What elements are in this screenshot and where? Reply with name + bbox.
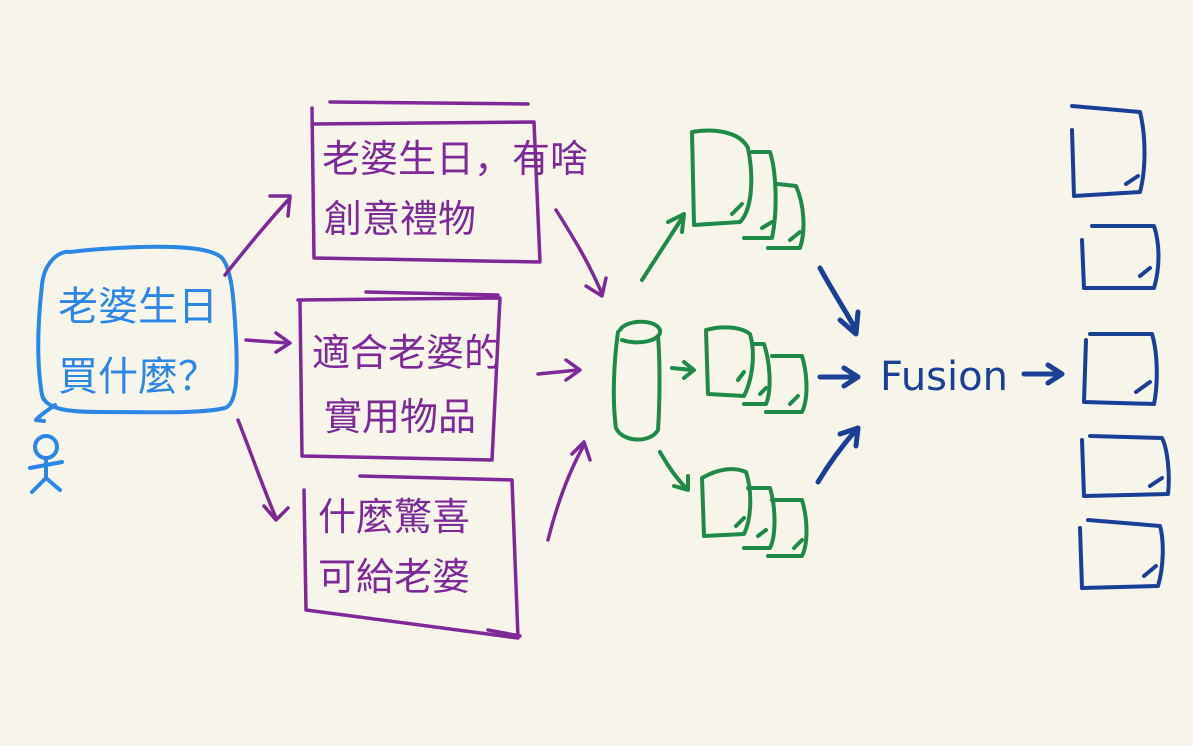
question-bubble-outline — [36, 244, 239, 415]
prompt-to-database-arrows — [536, 208, 608, 542]
database-cylinder-icon — [611, 319, 662, 442]
arrow-docs-3-to-fusion — [815, 425, 861, 485]
arrow-fusion-to-results — [1021, 362, 1065, 386]
result-doc-5 — [1078, 518, 1165, 590]
arrow-docs-1-to-fusion — [817, 265, 861, 337]
arrow-db-to-docs-2 — [670, 360, 696, 380]
result-doc-1 — [1070, 104, 1147, 198]
question-line-1: 老婆生日 — [58, 284, 218, 330]
arrow-db-to-docs-1 — [640, 212, 686, 282]
prompt-1-line-2: 創意禮物 — [324, 197, 476, 241]
arrow-prompt-3-to-db — [546, 440, 592, 542]
question-bubble: 老婆生日 買什麼？ — [34, 244, 239, 423]
doc-stack-1 — [690, 128, 806, 250]
prompt-1-line-1: 老婆生日，有啥 — [322, 137, 588, 181]
result-doc-2 — [1080, 224, 1161, 290]
stick-person-icon — [28, 434, 64, 494]
fusion-label: Fusion — [880, 354, 1008, 400]
question-bubble-tail — [34, 403, 57, 423]
database-to-docs-arrows — [640, 212, 696, 492]
arrow-prompt-2-to-db — [536, 358, 582, 382]
question-line-2: 買什麼？ — [58, 354, 218, 400]
arrow-prompt-1-to-db — [554, 208, 608, 298]
result-doc-4 — [1080, 434, 1171, 498]
doc-stack-3 — [700, 467, 809, 558]
prompt-2-line-2: 實用物品 — [324, 395, 476, 439]
arrow-to-prompt-2 — [244, 331, 292, 354]
prompt-box-1: 老婆生日，有啥 創意禮物 — [310, 100, 588, 264]
arrow-docs-2-to-fusion — [817, 365, 861, 389]
arrow-db-to-docs-3 — [658, 450, 690, 492]
prompt-3-line-1: 什麼驚喜 — [318, 495, 470, 539]
prompt-box-3: 什麼驚喜 可給老婆 — [302, 474, 522, 640]
docs-to-fusion-arrows — [815, 265, 861, 485]
arrow-to-prompt-1 — [223, 194, 292, 277]
prompt-2-line-1: 適合老婆的 — [312, 331, 502, 375]
prompt-3-line-2: 可給老婆 — [318, 555, 470, 599]
prompt-box-2: 適合老婆的 實用物品 — [296, 290, 502, 462]
result-doc-3 — [1082, 332, 1159, 406]
doc-stack-2 — [704, 325, 809, 414]
question-to-prompt-arrows — [223, 194, 292, 522]
arrow-to-prompt-3 — [236, 418, 290, 522]
